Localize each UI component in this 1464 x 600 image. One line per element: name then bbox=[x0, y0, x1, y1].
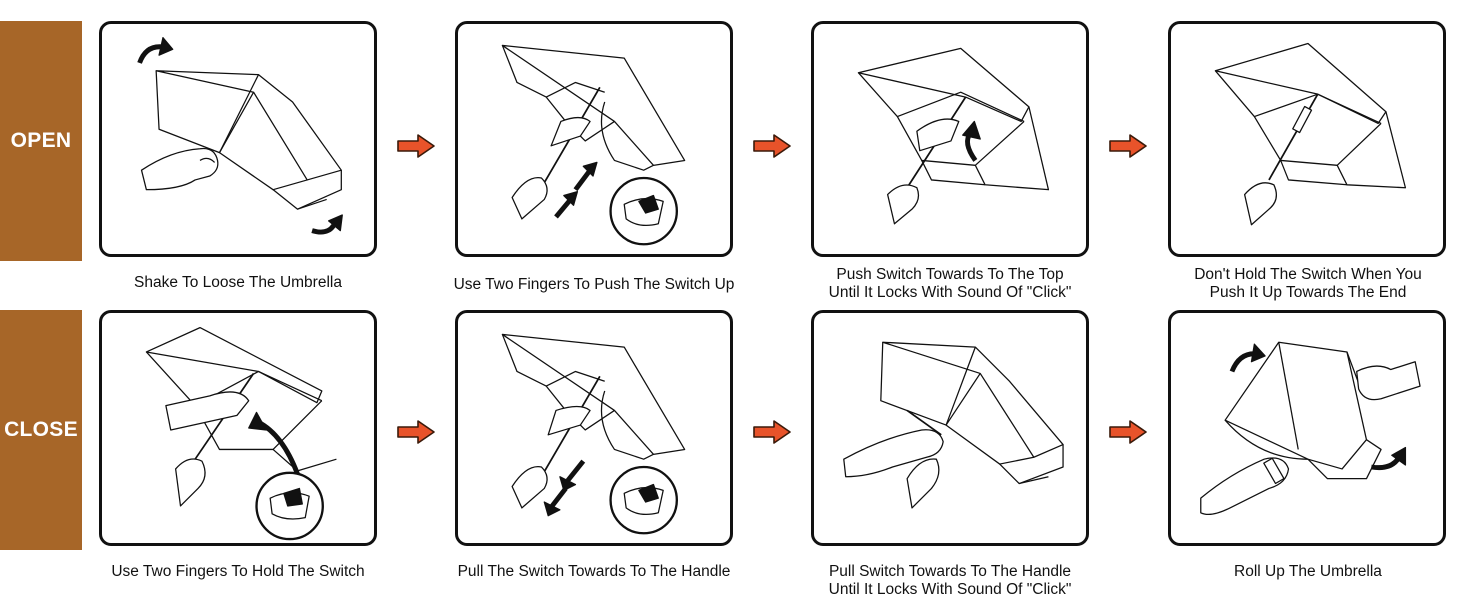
step-panel-open-2 bbox=[455, 21, 733, 257]
hold-switch-illustration bbox=[145, 326, 337, 541]
step-panel-close-4 bbox=[1168, 310, 1446, 546]
row-label-close: CLOSE bbox=[0, 310, 82, 550]
step-caption: Pull The Switch Towards To The Handle bbox=[457, 563, 731, 580]
step-caption: Use Two Fingers To Push The Switch Up bbox=[453, 276, 735, 293]
step-caption: Shake To Loose The Umbrella bbox=[134, 274, 342, 291]
shake-umbrella-illustration bbox=[137, 37, 343, 235]
row-label-open: OPEN bbox=[0, 21, 82, 261]
step-caption: Roll Up The Umbrella bbox=[1234, 563, 1382, 580]
step-panel-open-1 bbox=[99, 21, 377, 257]
step-panel-close-1 bbox=[99, 310, 377, 546]
next-step-arrow-icon bbox=[752, 419, 792, 445]
push-switch-up-illustration bbox=[501, 44, 686, 246]
next-step-arrow-icon bbox=[1108, 133, 1148, 159]
step-panel-close-2 bbox=[455, 310, 733, 546]
next-step-arrow-icon bbox=[396, 133, 436, 159]
pull-switch-illustration bbox=[501, 333, 686, 535]
next-step-arrow-icon bbox=[1108, 419, 1148, 445]
next-step-arrow-icon bbox=[396, 419, 436, 445]
step-panel-open-4 bbox=[1168, 21, 1446, 257]
step-caption: Pull Switch Towards To The Handle Until … bbox=[828, 563, 1072, 598]
step-caption: Use Two Fingers To Hold The Switch bbox=[111, 563, 365, 580]
step-panel-close-3 bbox=[811, 310, 1089, 546]
open-umbrella-illustration bbox=[1214, 42, 1407, 226]
roll-up-umbrella-illustration bbox=[1200, 341, 1421, 516]
next-step-arrow-icon bbox=[752, 133, 792, 159]
step-caption: Push Switch Towards To The Top Until It … bbox=[828, 266, 1072, 301]
step-caption: Don't Hold The Switch When You Push It U… bbox=[1194, 266, 1422, 301]
step-panel-open-3 bbox=[811, 21, 1089, 257]
pull-to-handle-illustration bbox=[843, 341, 1064, 509]
push-to-top-illustration bbox=[857, 47, 1050, 225]
